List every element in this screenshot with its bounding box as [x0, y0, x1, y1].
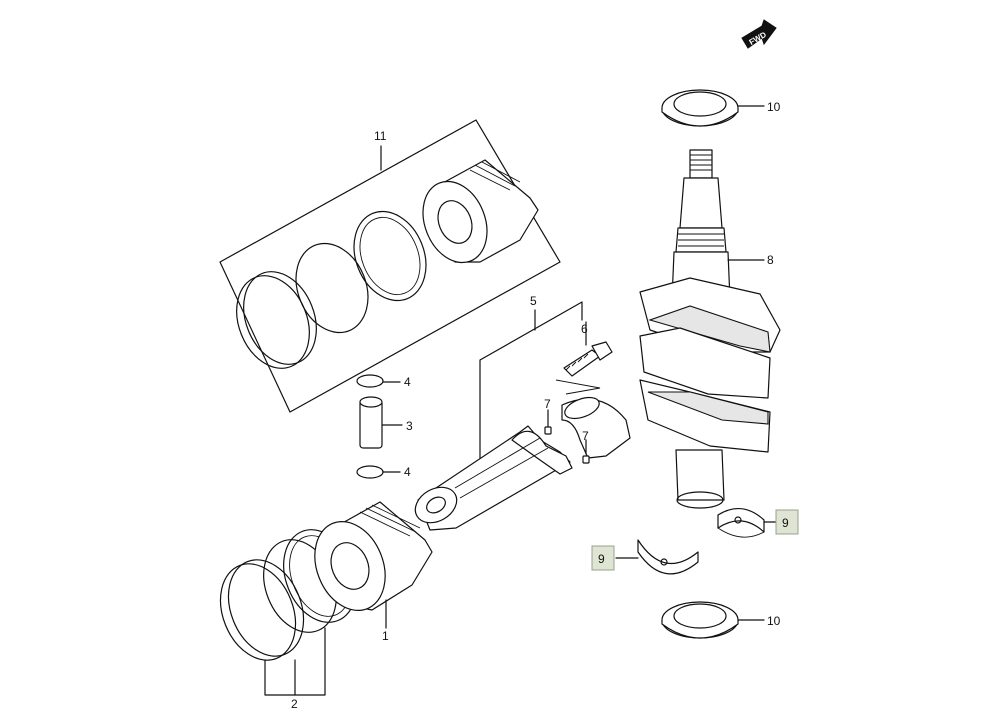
callout-4-upper: 4	[404, 375, 411, 389]
rod-cap	[561, 396, 631, 459]
rod-bolt	[555, 321, 613, 395]
callout-7-left: 7	[544, 397, 551, 411]
oil-seal-lower	[661, 601, 765, 639]
dowel-pin-a	[544, 409, 552, 435]
fwd-direction-icon: FWD	[741, 19, 777, 49]
dowel-pin-b	[582, 439, 590, 464]
callout-2: 2	[291, 697, 298, 711]
callout-5: 5	[530, 294, 537, 308]
oil-seal-upper	[661, 89, 765, 127]
callout-9-upper: 9	[782, 516, 789, 530]
crankshaft	[639, 149, 781, 509]
connecting-rod	[414, 301, 583, 531]
callout-7-right: 7	[582, 429, 589, 443]
callout-4-lower: 4	[404, 465, 411, 479]
callout-9-lower: 9	[598, 552, 605, 566]
callout-3: 3	[406, 419, 413, 433]
callout-10-lower: 10	[767, 614, 781, 628]
callout-8: 8	[767, 253, 774, 267]
callout-6: 6	[581, 322, 588, 336]
callout-11: 11	[374, 129, 387, 143]
piston-pin	[359, 396, 403, 449]
piston	[314, 501, 433, 629]
main-bearing-lower	[615, 539, 699, 575]
piston-pin-clip-lower	[356, 465, 401, 479]
piston-set-box	[219, 119, 561, 413]
callout-1: 1	[382, 629, 389, 643]
callout-10-upper: 10	[767, 100, 781, 114]
main-bearing-upper	[717, 508, 777, 538]
piston-pin-clip-upper	[356, 374, 401, 388]
piston-rings	[219, 529, 357, 696]
callout-9-highlight-lower	[591, 545, 615, 571]
callout-9-highlight-upper	[775, 509, 799, 535]
